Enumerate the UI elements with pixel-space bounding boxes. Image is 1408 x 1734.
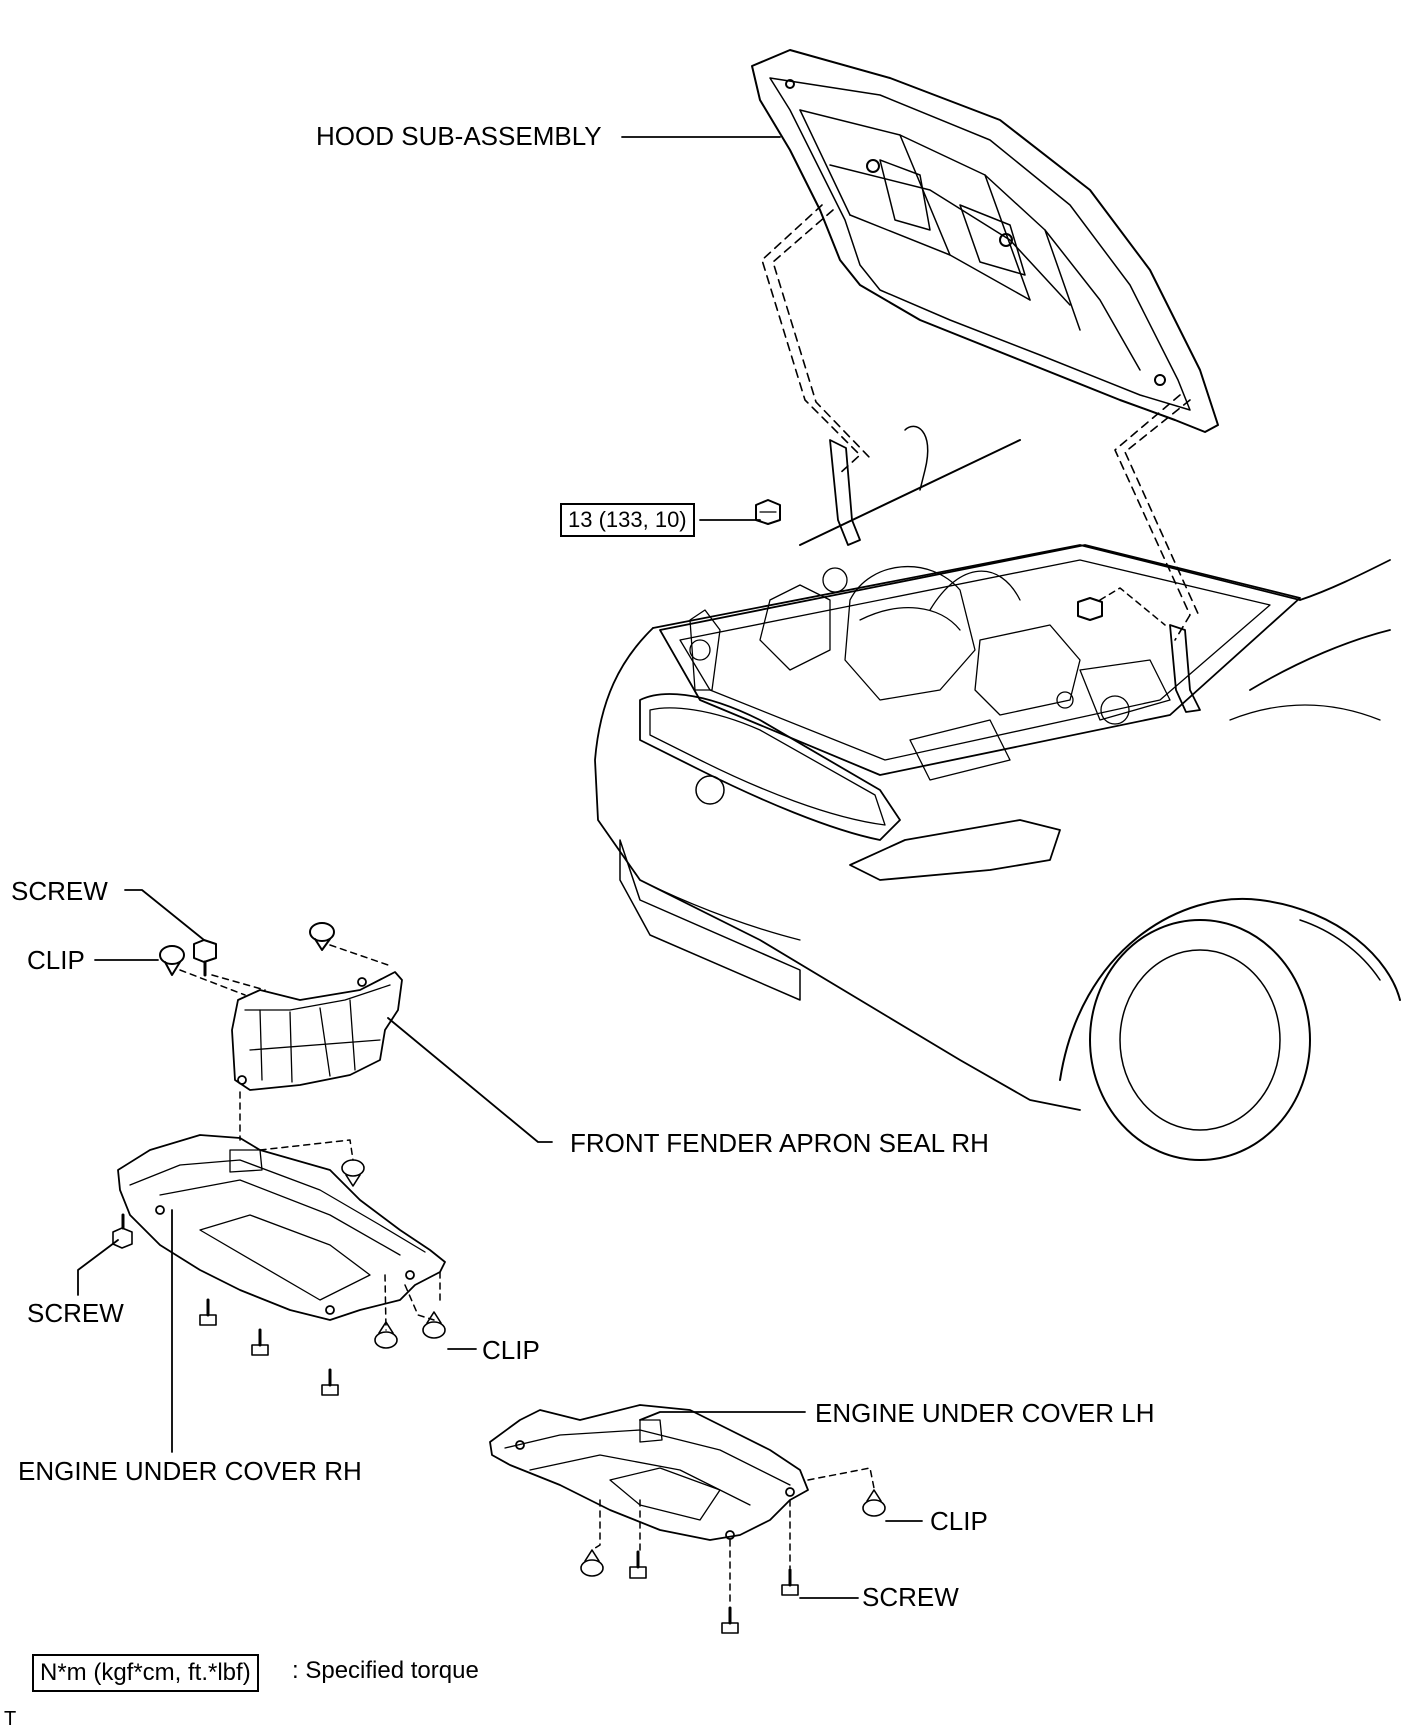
clip-label-rh-cover: CLIP [482, 1335, 540, 1365]
screw-label-rh-cover: SCREW [27, 1298, 124, 1328]
rh-cover-guide-lines [259, 1139, 441, 1331]
hood-drawing [751, 49, 1219, 433]
leader-fender-seal [387, 1017, 553, 1143]
fender-apron-seal-drawing [231, 971, 403, 1091]
vehicle-front-drawing [594, 425, 1401, 1161]
lh-cover-fasteners [580, 1489, 886, 1634]
engine-under-cover-rh-label: ENGINE UNDER COVER RH [18, 1456, 362, 1486]
seal-clip-top [309, 922, 335, 951]
torque-spec-box: 13 (133, 10) [560, 503, 695, 537]
clip-label-seal: CLIP [27, 945, 85, 975]
torque-legend-description: : Specified torque [292, 1657, 479, 1684]
corner-mark: T [4, 1708, 17, 1730]
hood-guide-lines [761, 204, 1201, 641]
seal-clip-left [159, 945, 185, 976]
engine-under-cover-rh-drawing [117, 1134, 446, 1321]
clip-label-lh-cover: CLIP [930, 1506, 988, 1536]
hinge-bolt-right [1077, 597, 1103, 621]
seal-screw [193, 939, 217, 977]
hood-hinge-left [829, 439, 861, 546]
screw-label-lh-cover: SCREW [862, 1582, 959, 1612]
hinge-bolt-right-guide [1099, 587, 1166, 626]
seal-guide-lines [179, 944, 389, 1141]
leader-cover-lh [639, 1411, 806, 1421]
engine-under-cover-lh-drawing [489, 1404, 809, 1541]
screw-label-seal: SCREW [11, 876, 108, 906]
hinge-bolt-left [755, 499, 781, 525]
engine-under-cover-lh-label: ENGINE UNDER COVER LH [815, 1398, 1155, 1428]
leader-screw-2 [77, 1239, 119, 1296]
leader-lines [77, 136, 923, 1599]
hood-hinge-right [1169, 624, 1201, 713]
leader-screw-1 [124, 889, 205, 941]
torque-unit-legend-box: N*m (kgf*cm, ft.*lbf) [32, 1654, 259, 1692]
lh-cover-guide-lines [591, 1467, 875, 1606]
front-fender-apron-seal-rh-label: FRONT FENDER APRON SEAL RH [570, 1128, 989, 1158]
hood-sub-assembly-label: HOOD SUB-ASSEMBLY [316, 121, 602, 151]
